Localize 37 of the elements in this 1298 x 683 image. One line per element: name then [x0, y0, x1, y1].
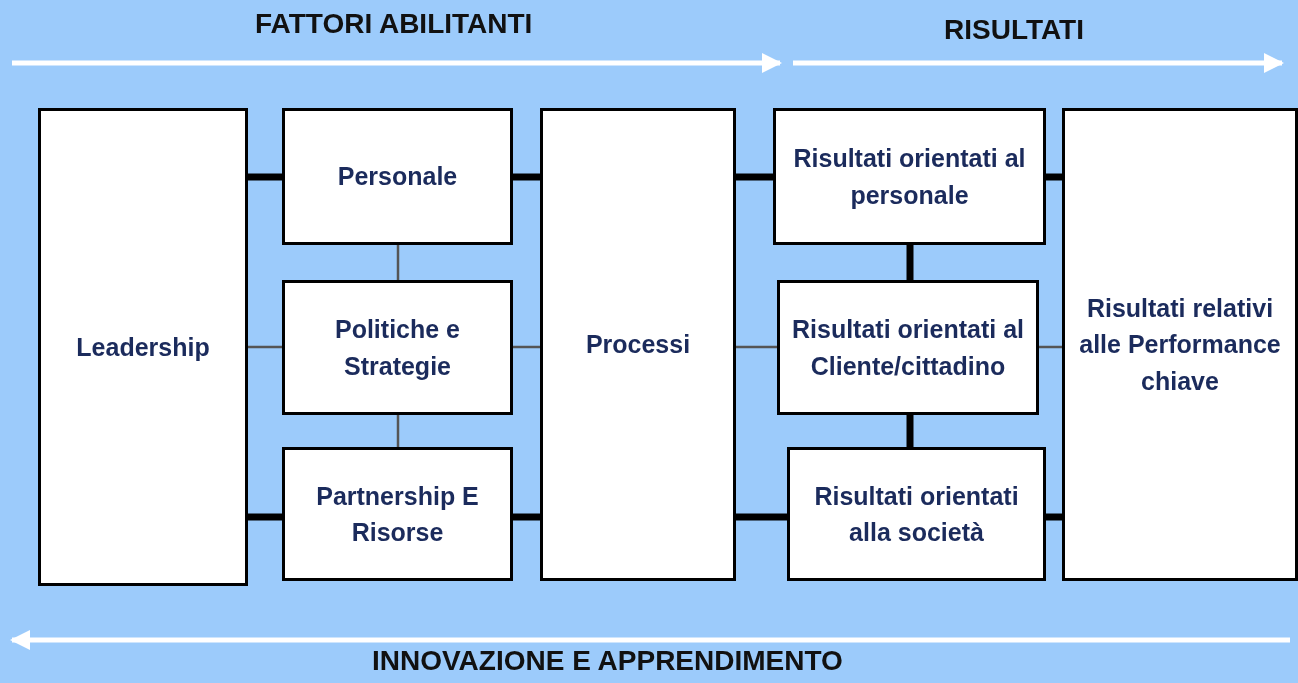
model-box — [282, 280, 513, 415]
model-box — [773, 108, 1046, 245]
box-label: Personale — [336, 161, 459, 193]
box-label: Politiche e Strategie — [333, 314, 461, 382]
model-box — [1062, 108, 1298, 581]
connector-line — [736, 513, 787, 521]
model-box — [38, 108, 248, 586]
connector-line — [513, 513, 540, 521]
connector-line — [396, 245, 400, 280]
section-heading: RISULTATI — [944, 14, 1084, 46]
connector-line — [513, 345, 540, 349]
box-label: Risultati orientati al Cliente/cittadino — [791, 314, 1025, 382]
box-label: Processi — [584, 329, 692, 361]
connector-line — [736, 345, 777, 349]
model-box — [787, 447, 1046, 581]
model-box — [282, 447, 513, 581]
connector-line — [906, 245, 914, 280]
connector-line — [906, 415, 914, 447]
model-box — [540, 108, 736, 581]
connector-line — [736, 173, 773, 181]
section-heading: INNOVAZIONE E APPRENDIMENTO — [372, 645, 843, 677]
connector-line — [248, 345, 282, 349]
model-box — [777, 280, 1039, 415]
connector-line — [396, 415, 400, 447]
connector-line — [1046, 173, 1062, 181]
box-label: Risultati orientati al personale — [792, 143, 1027, 211]
section-heading: FATTORI ABILITANTI — [255, 8, 533, 40]
model-box — [282, 108, 513, 245]
box-label: Risultati orientati alla società — [813, 480, 1020, 548]
connector-line — [513, 173, 540, 181]
box-label: Risultati relativi alle Performance chiave — [1078, 293, 1282, 397]
box-label: Partnership E Risorse — [315, 480, 480, 548]
box-label: Leadership — [75, 331, 211, 363]
connector-line — [248, 173, 282, 181]
connector-line — [1046, 513, 1062, 521]
connector-line — [1039, 345, 1062, 349]
connector-line — [248, 513, 282, 521]
